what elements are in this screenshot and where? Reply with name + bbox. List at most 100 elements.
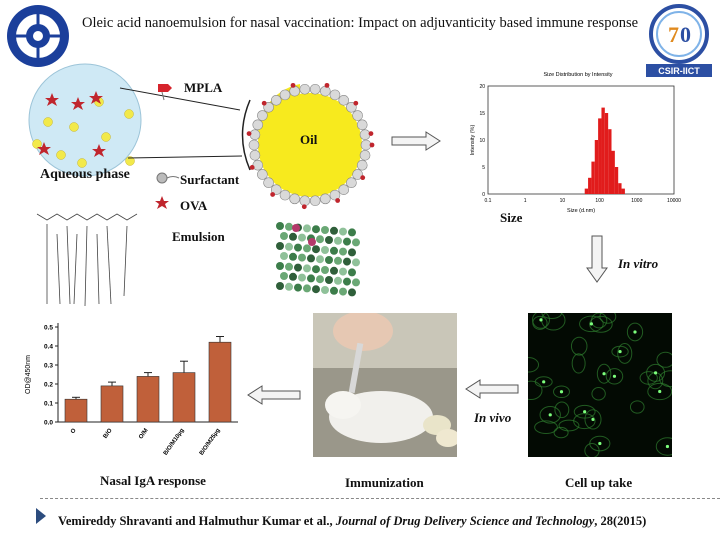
cell-uptake-spot [542,380,546,384]
iga-category-label: O/M [138,428,149,441]
size-xtick: 10 [560,198,566,204]
cell-outline [656,351,672,368]
size-xtick: 0.1 [485,198,492,204]
atom [303,244,311,253]
size-ytick: 15 [479,111,485,117]
atom [321,286,329,294]
iga-category-label: B/O [103,427,114,439]
label-cell-uptake: Cell up take [565,475,633,490]
atom [294,263,302,272]
size-bar [614,167,619,194]
molecular-model [276,222,360,297]
surfactant-head [338,184,350,195]
mpla-dot [324,82,330,88]
mpla-dot [353,100,359,106]
cell-uptake-spot [598,441,602,446]
atom [280,252,288,260]
cell-outline [639,371,658,385]
iga-bar [136,376,160,423]
size-ytick: 5 [482,165,485,171]
iga-bar [208,341,232,423]
atom [325,256,333,264]
atom [303,264,311,273]
size-plot-ylabel: Intensity (%) [470,125,476,156]
atom [285,262,293,271]
cell-outline [591,387,606,401]
cell-outline [534,376,553,388]
cell-uptake-spot [633,330,637,334]
atom [339,227,347,236]
cell-uptake-spot [612,374,617,378]
label-in-vivo: In vivo [474,410,512,425]
mpla-dot [368,131,374,137]
atom [285,242,293,251]
atom [312,245,320,254]
atom [294,243,302,252]
cell-uptake-spot [539,318,543,322]
iict-logo-text: CSIR-IICT [658,66,700,76]
svg-text:7: 7 [668,22,679,47]
surfactant-head [270,95,282,106]
atom [321,266,329,274]
mpla-dot [249,164,255,170]
size-bar [621,188,625,194]
atom [334,236,342,245]
immunization-photo [313,313,457,457]
atom [339,267,347,276]
atom [312,265,320,274]
surfactant-head [279,89,291,101]
surfactant-head [248,139,260,151]
atom [285,222,293,231]
surfactant-head [289,193,300,205]
size-bar [611,150,615,194]
surfactant-head [359,129,371,141]
iga-ytick-label: 0.2 [44,382,53,389]
cell-outline [626,322,644,342]
cell-outline [589,435,611,452]
atom [289,232,297,241]
arrow-down [586,235,608,283]
surfactant-head [352,169,363,180]
cell-outline [553,385,570,399]
size-bar [604,113,609,194]
atom [325,276,333,284]
cell-outline [571,353,586,374]
cell-outline [532,313,550,329]
label-size: Size [500,210,523,225]
size-bar [618,183,622,194]
cell-outline [570,336,588,356]
atom [289,252,297,261]
size-bar [588,177,592,194]
surfactant-head [299,195,311,207]
cell-uptake-spot [602,372,606,376]
arrow-right [391,131,441,151]
label-in-vitro: In vitro [618,256,659,271]
cell-uptake-spot [591,417,595,421]
label-immunization: Immunization [345,475,424,490]
iga-category-label: O [70,427,78,435]
surfactant-head [257,110,268,121]
cell-uptake-spot [559,390,564,394]
cell-outline [611,345,629,358]
surfactant-head [320,85,331,97]
cell-uptake-spot [665,444,670,449]
atom [292,224,300,232]
cell-outline [554,401,570,419]
mpla-dot [301,204,307,210]
surfactant-head [329,189,341,201]
iga-category-label: B/O/M25µg [199,427,222,456]
surfactant-head [360,139,372,151]
cell-outline [655,437,672,456]
size-bar [608,129,612,194]
size-ytick: 10 [479,138,485,144]
footer-bullet-icon [36,508,46,524]
size-bar [584,188,589,194]
atom [334,256,342,265]
footer-journal: Journal of Drug Delivery Science and Tec… [335,514,595,528]
atom [330,286,338,295]
cell-uptake-spot [583,410,587,414]
iga-ytick-label: 0.4 [44,344,53,351]
atom [276,222,284,230]
atom [289,272,297,281]
